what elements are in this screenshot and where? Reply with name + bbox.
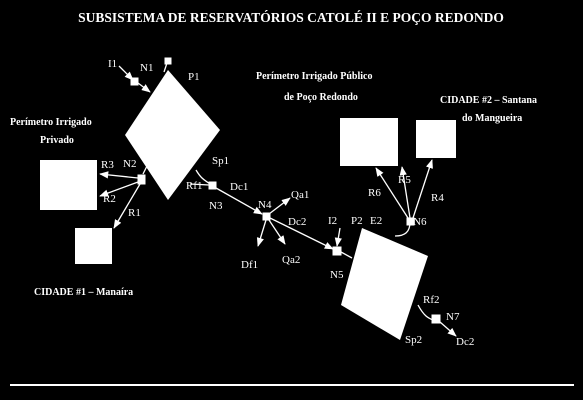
node-n4 xyxy=(262,212,271,221)
label-i1: I1 xyxy=(108,58,117,70)
label-r2: R2 xyxy=(103,193,116,205)
reservoir-catole-ii xyxy=(125,70,220,200)
reservoir-to-n3-line xyxy=(189,183,210,186)
i2-inflow-arrow xyxy=(334,227,342,247)
label-perimetro-publico-1: Perímetro Irrigado Público xyxy=(256,71,372,82)
qa2-arrow xyxy=(268,219,286,245)
n1-to-reservoir-arrow xyxy=(137,82,151,93)
label-sp1: Sp1 xyxy=(212,155,229,167)
r2-arrow xyxy=(99,181,139,197)
label-dc2-mid: Dc2 xyxy=(288,216,306,228)
label-qa2: Qa2 xyxy=(282,254,300,266)
label-p1: P1 xyxy=(188,71,200,83)
label-dc2-end: Dc2 xyxy=(456,336,474,348)
r3-arrow xyxy=(99,171,139,179)
label-perimetro-privado-1: Perímetro Irrigado xyxy=(10,117,92,128)
label-r1: R1 xyxy=(128,207,141,219)
r6-arrow xyxy=(375,167,409,219)
label-r3: R3 xyxy=(101,159,114,171)
label-sp2: Sp2 xyxy=(405,334,422,346)
diagram-title: SUBSISTEMA DE RESERVATÓRIOS CATOLÉ II E … xyxy=(78,10,504,25)
label-n5: N5 xyxy=(330,269,344,281)
node-n1 xyxy=(130,77,139,86)
city-1-manaira xyxy=(75,228,112,264)
dc2-channel-arrow xyxy=(269,217,334,250)
node-n6 xyxy=(406,217,415,226)
label-n3: N3 xyxy=(209,200,223,212)
sp2-spill-path xyxy=(417,304,434,321)
node-n2 xyxy=(137,174,146,185)
label-r4: R4 xyxy=(431,192,444,204)
dc2-outflow-arrow xyxy=(439,321,457,337)
label-cidade-1: CIDADE #1 – Manaíra xyxy=(34,287,133,298)
label-cidade-2-1: CIDADE #2 – Santana xyxy=(440,95,537,106)
node-n5 xyxy=(332,246,342,256)
label-qa1: Qa1 xyxy=(291,189,309,201)
label-dc1: Dc1 xyxy=(230,181,248,193)
private-irrigated-perimeter xyxy=(40,160,97,210)
r4-arrow xyxy=(412,159,433,219)
label-n4: N4 xyxy=(258,199,272,211)
node-p1 xyxy=(164,57,172,65)
label-n2: N2 xyxy=(123,158,136,170)
label-cidade-2-2: do Mangueira xyxy=(462,113,522,124)
label-n7: N7 xyxy=(446,311,460,323)
label-e2: E2 xyxy=(370,215,382,227)
node-n3 xyxy=(208,181,217,190)
public-irrigated-perimeter-1 xyxy=(340,118,398,166)
public-irrigated-perimeter-2 xyxy=(416,120,456,158)
dc1-channel-arrow xyxy=(215,187,263,215)
label-df1: Df1 xyxy=(241,259,258,271)
r1-arrow xyxy=(113,183,141,229)
label-n6: N6 xyxy=(413,216,427,228)
reservoir-to-n2-line xyxy=(142,159,151,175)
r5-arrow xyxy=(399,166,411,219)
label-r6: R6 xyxy=(368,187,381,199)
label-rf1: Rf1 xyxy=(186,180,203,192)
label-perimetro-privado-2: Privado xyxy=(40,135,74,146)
n5-to-reservoir-line xyxy=(340,251,353,259)
qa1-arrow xyxy=(268,197,291,215)
reservoir-poco-redondo xyxy=(341,228,428,340)
df1-arrow xyxy=(256,219,267,247)
label-p2: P2 xyxy=(351,215,363,227)
label-r5: R5 xyxy=(398,174,411,186)
label-perimetro-publico-2: de Poço Redondo xyxy=(284,92,358,103)
label-rf2: Rf2 xyxy=(423,294,440,306)
node-n7 xyxy=(431,314,441,324)
label-n1: N1 xyxy=(140,62,153,74)
label-i2: I2 xyxy=(328,215,337,227)
